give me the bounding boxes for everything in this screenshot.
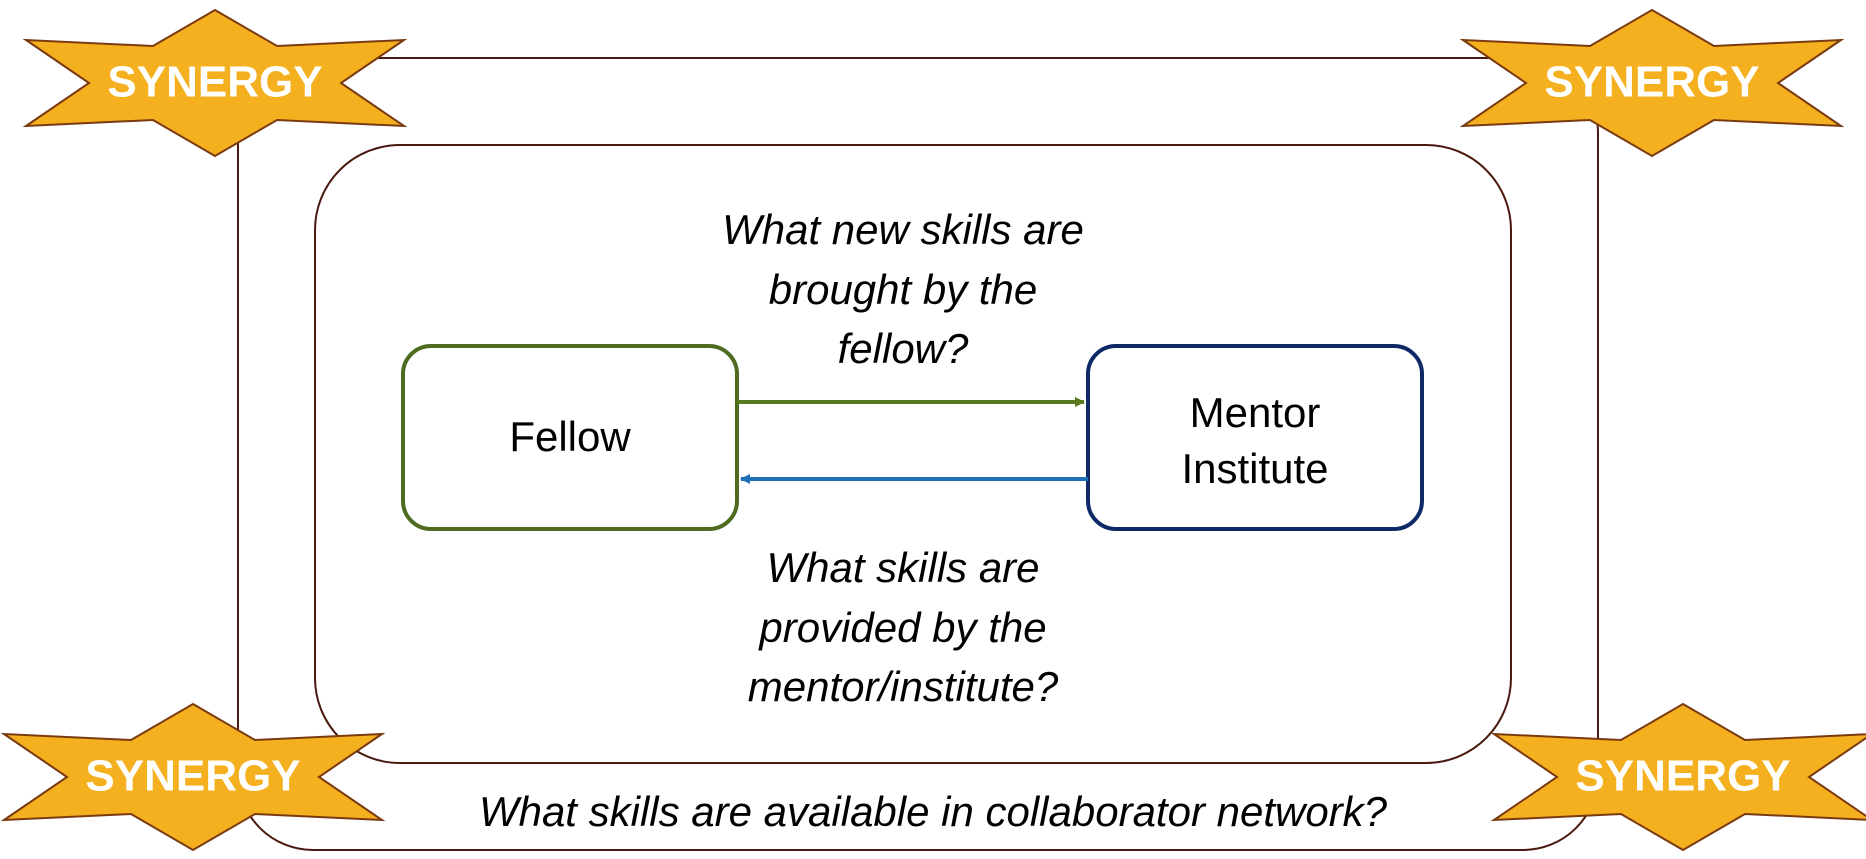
- synergy-label-bottom-right: SYNERGY: [1575, 752, 1790, 801]
- question-provided-skills-line-3: mentor/institute?: [748, 663, 1059, 710]
- mentor-label-line-2: Institute: [1181, 445, 1328, 492]
- star-shape-top-right: [1459, 8, 1845, 158]
- fellow-label: Fellow: [509, 413, 631, 460]
- question-provided-skills-line-1: What skills are: [766, 544, 1039, 591]
- collaborator-network-frame: [237, 57, 1599, 851]
- mentor-label-line-1: Mentor: [1190, 389, 1321, 436]
- question-network-skills: What skills are available in collaborato…: [479, 788, 1388, 835]
- synergy-label-top-left: SYNERGY: [107, 58, 322, 107]
- question-new-skills-line-2: brought by the: [769, 266, 1038, 313]
- fellow-box: [401, 344, 739, 531]
- star-shape-bottom-left: [0, 702, 386, 852]
- mentoring-frame: [314, 144, 1512, 764]
- synergy-star-top-right: SYNERGY: [1459, 8, 1845, 158]
- question-new-skills-line-1: What new skills are: [722, 206, 1084, 253]
- question-provided-skills-line-2: provided by the: [757, 604, 1046, 651]
- synergy-star-bottom-left: SYNERGY: [0, 702, 386, 852]
- synergy-star-top-left: SYNERGY: [22, 8, 408, 158]
- question-new-skills-line-3: fellow?: [838, 325, 969, 372]
- synergy-label-bottom-left: SYNERGY: [85, 752, 300, 801]
- mentor-institute-box: [1086, 344, 1424, 531]
- star-shape-top-left: [22, 8, 408, 158]
- synergy-label-top-right: SYNERGY: [1544, 58, 1759, 107]
- star-shape-bottom-right: [1490, 702, 1866, 852]
- synergy-star-bottom-right: SYNERGY: [1490, 702, 1866, 852]
